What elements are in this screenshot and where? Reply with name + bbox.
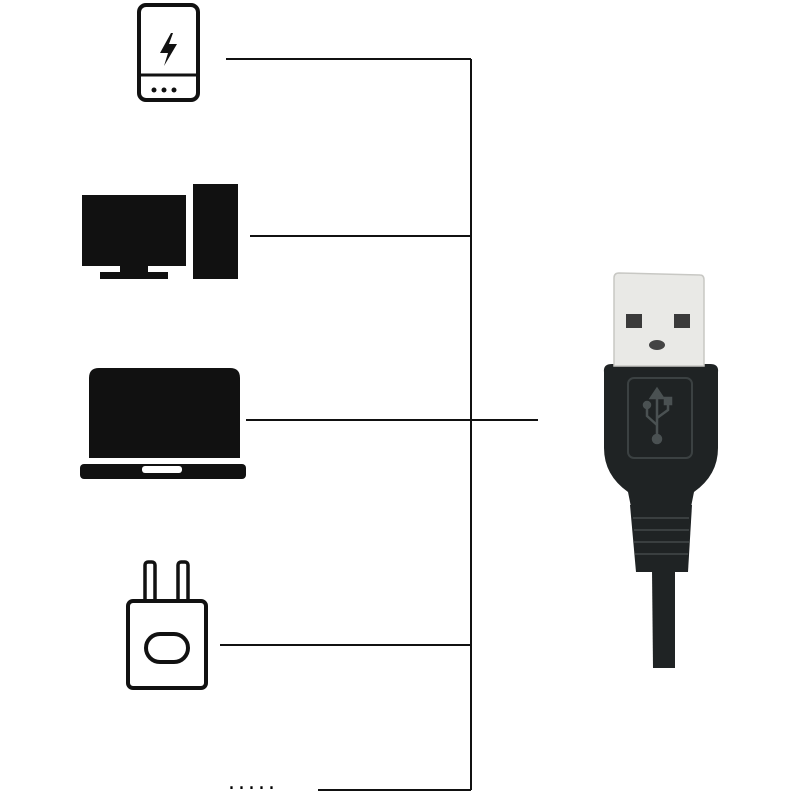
power-bank-icon — [137, 3, 200, 102]
wall-charger-icon — [126, 560, 208, 690]
more-devices-ellipsis: ..... — [228, 770, 278, 795]
usb-symbol-icon — [642, 386, 673, 445]
desktop-computer-icon — [82, 184, 238, 279]
usb-a-cable-icon — [603, 272, 719, 668]
connector-lines — [220, 58, 538, 791]
laptop-icon — [80, 368, 246, 479]
